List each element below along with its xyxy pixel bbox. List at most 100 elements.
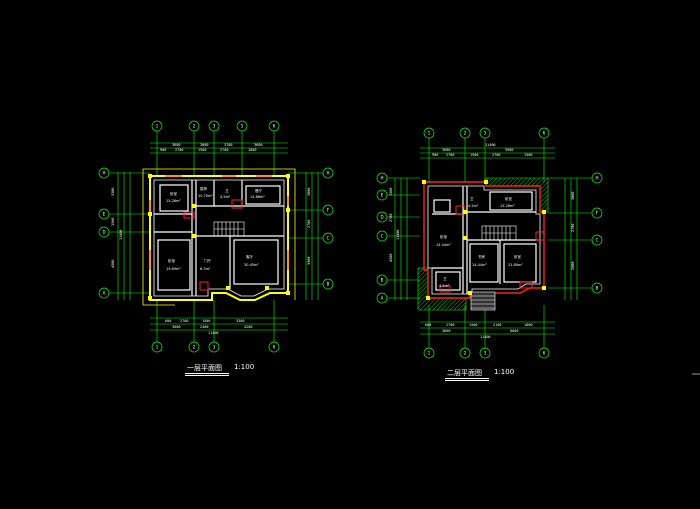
ff-room-4: 餐厅 [255,188,263,193]
svg-text:2700: 2700 [446,323,454,327]
first-floor-title-underline-2 [185,375,229,376]
svg-text:3600: 3600 [254,143,262,147]
svg-text:2: 2 [193,345,196,350]
svg-text:A: A [103,291,106,296]
second-floor-side-dimensions [382,177,600,300]
svg-text:5900: 5900 [505,148,513,152]
sf-room-6-area: 4.5m² [439,284,450,288]
first-floor-top-dim-text: 3600 3000 3700 3600 900 2700 1500 2700 1… [160,143,262,152]
svg-text:1500: 1500 [524,153,532,157]
ff-room-6: 客厅 [246,254,253,259]
sf-room-4-area: 14.44m² [472,263,487,267]
ff-room-5-area: 19.69m² [166,267,181,271]
svg-text:3: 3 [213,124,216,129]
svg-text:E: E [103,212,106,217]
svg-text:F: F [596,211,599,216]
second-floor-title-underline [445,378,489,379]
svg-text:6: 6 [273,124,276,129]
svg-text:11400: 11400 [480,335,491,339]
svg-text:3000: 3000 [571,192,575,200]
svg-text:B: B [381,278,384,283]
ff-room-7-area: 6.3m² [200,267,211,271]
svg-text:6: 6 [543,351,546,356]
second-floor-axis-bubbles [376,127,603,359]
svg-text:2700: 2700 [180,319,188,323]
svg-text:600: 600 [165,319,171,323]
svg-text:C: C [381,234,384,239]
svg-text:3600: 3600 [172,143,180,147]
svg-text:3: 3 [213,345,216,350]
svg-text:3000: 3000 [307,188,311,196]
svg-text:2400: 2400 [200,325,208,329]
svg-text:3900: 3900 [307,257,311,265]
ff-room-3-area: 4.5m² [220,195,231,199]
sf-room-3-area: 15.26m² [500,204,515,208]
svg-text:3900: 3900 [571,262,575,270]
svg-text:11400: 11400 [119,229,123,240]
second-floor-red-marks [423,200,545,293]
svg-text:1800: 1800 [524,323,532,327]
svg-text:1500: 1500 [198,148,206,152]
svg-text:1500: 1500 [111,218,115,226]
first-floor-plan: 3600 3000 3700 3600 900 2700 1500 2700 1… [98,120,334,353]
first-floor-axis-bubbles [98,120,334,353]
second-floor-scale: 1:100 [494,368,515,376]
svg-text:1800: 1800 [248,148,256,152]
second-floor-stair [481,225,517,241]
svg-text:2: 2 [464,351,467,356]
svg-text:2: 2 [193,124,196,129]
svg-text:2700: 2700 [389,214,393,222]
svg-text:600: 600 [425,323,431,327]
svg-text:1: 1 [428,131,431,136]
svg-text:4500: 4500 [111,260,115,268]
svg-text:1500: 1500 [389,188,393,196]
first-floor-side-dim-text: 3300 1500 4500 11400 3000 2700 3900 [111,188,311,268]
second-floor-columns [422,180,546,300]
svg-text:A: A [381,296,384,301]
first-floor-walls [154,180,284,296]
first-floor-stair [213,221,245,237]
svg-text:H: H [102,171,105,176]
ff-room-1-area: 15.26m² [166,199,181,203]
ff-room-2-area: 10.70m² [198,194,213,198]
svg-text:1: 1 [428,351,431,356]
svg-text:1: 1 [156,124,159,129]
second-floor-plan: 3600 5900 11400 900 2700 1500 2700 1500 [376,127,603,359]
second-floor-top-dim-text: 3600 5900 11400 900 2700 1500 2700 1500 [432,143,532,157]
svg-text:11400: 11400 [485,143,496,147]
first-floor-room-labels: 卧室 15.26m² 厨房 10.70m² 卫 4.5m² 餐厅 14.86m²… [166,186,265,271]
svg-text:3: 3 [484,131,487,136]
svg-text:4200: 4200 [244,325,252,329]
first-floor-red-marks [149,175,289,291]
second-floor-roof-grille [470,291,496,311]
svg-text:3700: 3700 [224,143,232,147]
ff-room-3: 卫 [225,189,229,193]
svg-text:D: D [102,230,105,235]
svg-text:2700: 2700 [175,148,183,152]
svg-text:2700: 2700 [307,220,311,228]
svg-text:H: H [380,176,383,181]
second-floor-room-labels: 卧室 14.44m² 卫 4.5m² 卧室 15.26m² 书房 14.44m²… [436,196,523,288]
svg-text:3600: 3600 [442,329,450,333]
svg-text:2100: 2100 [493,323,501,327]
first-floor-axis-labels: 1 2 3 5 6 1 2 3 6 H E D A H F C B [102,124,329,350]
first-floor-scale: 1:100 [234,363,255,371]
sf-room-1-area: 14.44m² [436,243,451,247]
sf-room-2-area: 4.5m² [468,204,479,208]
sf-room-2: 卫 [470,197,474,201]
sf-room-5-area: 21.80m² [508,263,523,267]
svg-text:5: 5 [241,124,244,129]
svg-text:900: 900 [160,148,166,152]
ff-room-1: 卧室 [170,191,177,196]
ff-room-4-area: 14.86m² [250,195,265,199]
sf-room-1: 卧室 [440,234,448,239]
svg-text:3: 3 [484,351,487,356]
svg-text:1: 1 [156,345,159,350]
svg-text:2700: 2700 [492,153,500,157]
first-floor-title-underline [185,373,229,374]
svg-text:B: B [596,286,599,291]
svg-text:1500: 1500 [202,319,210,323]
sf-room-5: 卧室 [514,254,522,259]
second-floor-bottom-dimensions [420,305,555,348]
svg-text:2700: 2700 [220,148,228,152]
